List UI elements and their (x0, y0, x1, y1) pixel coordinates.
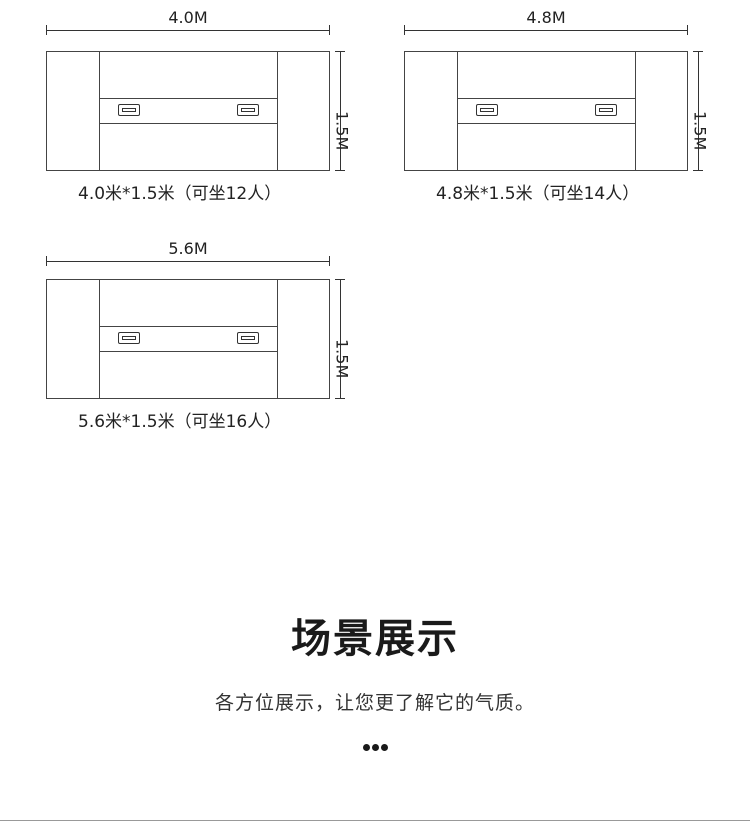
socket-icon (595, 104, 617, 116)
height-label: 1.5M (332, 111, 352, 151)
table-end-left (47, 52, 100, 170)
power-strip (100, 326, 277, 352)
table-caption: 4.0米*1.5米（可坐12人） (78, 184, 282, 204)
table-outline (404, 51, 688, 171)
socket-icon (118, 332, 140, 344)
width-label: 4.0M (168, 8, 208, 27)
width-label: 4.8M (526, 8, 566, 27)
table-end-left (47, 280, 100, 398)
table-caption: 5.6米*1.5米（可坐16人） (78, 412, 282, 432)
height-label: 1.5M (690, 111, 710, 151)
socket-icon (476, 104, 498, 116)
socket-icon (118, 104, 140, 116)
table-end-right (277, 280, 329, 398)
section-subtitle: 各方位展示，让您更了解它的气质。 (214, 692, 535, 714)
height-dimension: 1.5M (332, 279, 356, 399)
section-title: 场景展示 (291, 616, 459, 662)
table-caption: 4.8米*1.5米（可坐14人） (436, 184, 640, 204)
width-dimension: 5.6M (46, 239, 330, 267)
table-outline (46, 51, 330, 171)
ellipsis-dots-icon (0, 736, 750, 755)
table-outline (46, 279, 330, 399)
width-label: 5.6M (168, 239, 208, 258)
width-dimension: 4.8M (404, 8, 688, 36)
height-label: 1.5M (332, 339, 352, 379)
width-dimension: 4.0M (46, 8, 330, 36)
height-dimension: 1.5M (690, 51, 714, 171)
height-dimension: 1.5M (332, 51, 356, 171)
table-end-right (277, 52, 329, 170)
power-strip (100, 98, 277, 124)
socket-icon (237, 332, 259, 344)
table-end-left (405, 52, 458, 170)
table-end-right (635, 52, 687, 170)
power-strip (458, 98, 635, 124)
socket-icon (237, 104, 259, 116)
